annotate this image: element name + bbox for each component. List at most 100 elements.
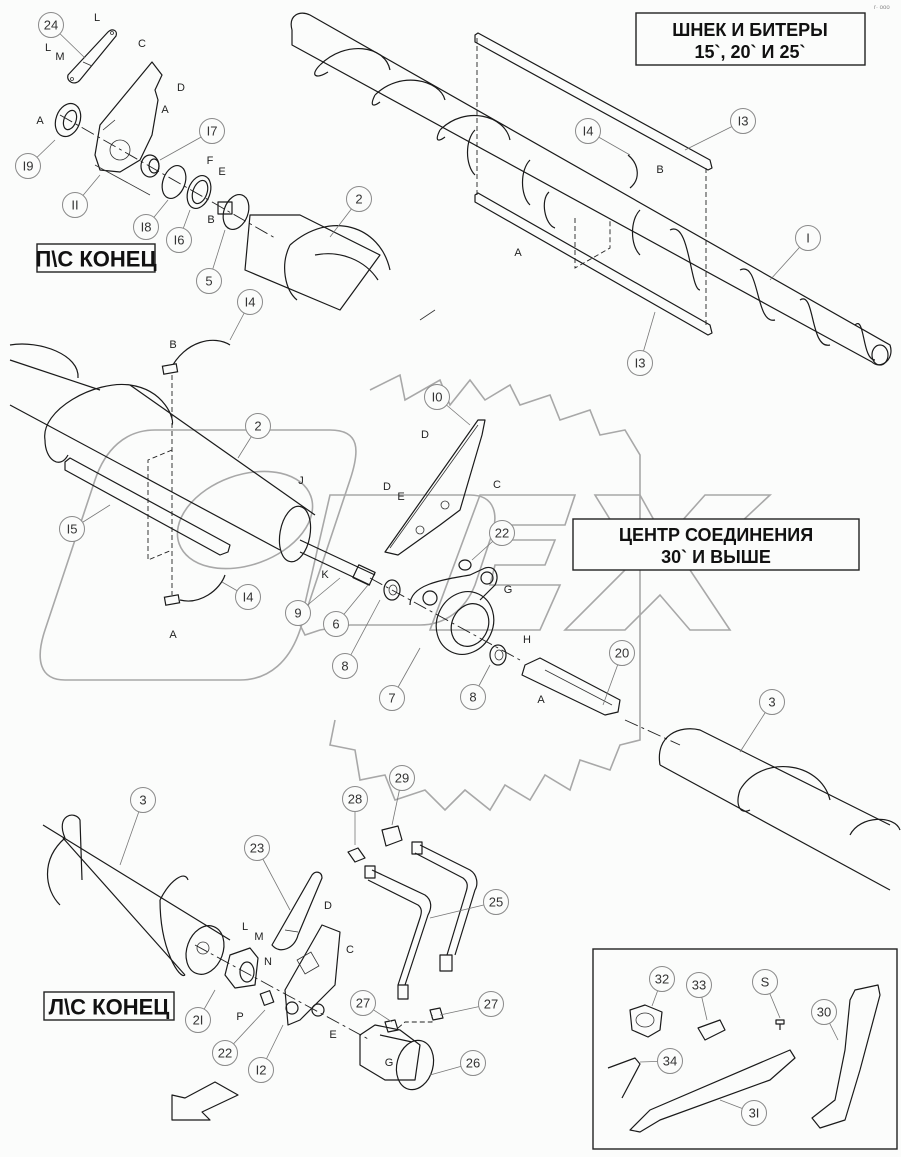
callout-number: 29 xyxy=(395,771,409,786)
callout-number: 22 xyxy=(495,526,509,541)
callout-circle xyxy=(133,214,159,240)
part-31 xyxy=(629,1049,796,1133)
callout-c27a: 27 xyxy=(350,990,393,1023)
callout-c22b: 22 xyxy=(212,1009,266,1066)
reference-letter-a: A xyxy=(537,694,545,706)
callout-number: 7 xyxy=(388,691,395,706)
watermark-letter-e xyxy=(428,494,577,631)
callout-number: 3 xyxy=(139,793,146,808)
callout-number: S xyxy=(761,975,770,990)
title-center-joint-line1: ЦЕНТР СОЕДИНЕНИЯ xyxy=(619,525,813,545)
callout-number: 24 xyxy=(44,18,58,33)
callout-number: I4 xyxy=(243,590,254,605)
callout-c9: 9 xyxy=(285,577,341,626)
callout-number: I4 xyxy=(583,124,594,139)
callout-number: I5 xyxy=(67,522,78,537)
coupler-housing-7 xyxy=(409,566,498,655)
reference-letter-b: B xyxy=(656,164,663,176)
callout-circle xyxy=(285,600,311,626)
callout-number: I7 xyxy=(207,124,218,139)
reference-letter-f: F xyxy=(207,155,214,167)
callout-circle xyxy=(686,972,712,998)
callout-c14c: I4 xyxy=(221,581,261,610)
callout-number: 28 xyxy=(348,792,362,807)
part-32 xyxy=(629,1004,663,1038)
part-30 xyxy=(811,984,881,1129)
motor-26 xyxy=(359,1024,435,1091)
reference-letter-l: L xyxy=(242,921,248,933)
title-auger-beaters-line1: ШНЕК И БИТЕРЫ xyxy=(672,20,828,40)
callout-c10: I0 xyxy=(424,384,471,426)
callout-c25: 25 xyxy=(429,889,509,919)
callout-c11: II xyxy=(62,174,101,218)
callout-c31: 3I xyxy=(719,1099,767,1126)
callout-number: 33 xyxy=(692,978,706,993)
hose-25-right xyxy=(411,841,478,972)
callout-circle xyxy=(627,350,653,376)
callout-circle xyxy=(379,685,405,711)
callout-c21: 2I xyxy=(185,989,216,1033)
callout-circle xyxy=(575,118,601,144)
watermark-letter-p xyxy=(299,494,496,636)
callout-circle xyxy=(741,1100,767,1126)
callout-c28: 28 xyxy=(342,786,368,845)
label-lh-end: Л\С КОНЕЦ xyxy=(43,991,175,1021)
hose-25-left xyxy=(364,865,432,1000)
reference-letter-a: A xyxy=(161,104,169,116)
fitting-29 xyxy=(381,825,403,847)
reference-letter-h: H xyxy=(523,634,531,646)
part-33 xyxy=(697,1019,726,1041)
title-center-joint-line2: 30` И ВЫШЕ xyxy=(661,547,771,567)
callout-c12: I2 xyxy=(248,1024,284,1083)
callout-c8a: 8 xyxy=(332,599,381,679)
callout-number: 27 xyxy=(484,997,498,1012)
reference-letter-g: G xyxy=(385,1057,394,1069)
callout-c33: 33 xyxy=(686,972,712,1021)
callout-circle xyxy=(759,689,785,715)
callout-number: 22 xyxy=(218,1046,232,1061)
callout-number: 2I xyxy=(193,1013,204,1028)
label-rh-end-text: П\С КОНЕЦ xyxy=(35,247,156,272)
reference-letter-d: D xyxy=(177,82,185,94)
callout-circle xyxy=(332,653,358,679)
callout-number: 25 xyxy=(489,895,503,910)
corner-mark: r· ooo xyxy=(874,5,890,11)
label-lh-end-text: Л\С КОНЕЦ xyxy=(49,995,170,1020)
callout-number: 6 xyxy=(332,617,339,632)
callout-number: 32 xyxy=(655,972,669,987)
callout-circle xyxy=(649,966,675,992)
callout-c6: 6 xyxy=(323,584,369,637)
cover-13-top xyxy=(474,32,713,171)
reference-letter-e: E xyxy=(329,1029,336,1041)
fitting-27-left xyxy=(384,1019,399,1033)
watermark-gear xyxy=(329,373,641,812)
callout-number: I0 xyxy=(432,390,443,405)
callout-number: 2 xyxy=(254,419,261,434)
callout-c3b: 3 xyxy=(119,787,156,866)
callout-number: 5 xyxy=(205,274,212,289)
reference-letter-e: E xyxy=(218,166,225,178)
callout-number: 23 xyxy=(250,841,264,856)
callout-number: I3 xyxy=(635,356,646,371)
callout-circle xyxy=(323,611,349,637)
callout-c3a: 3 xyxy=(739,689,785,753)
callout-c1: I xyxy=(769,225,821,281)
reference-letter-g: G xyxy=(504,584,513,596)
direction-arrow xyxy=(171,1081,239,1121)
callout-circle xyxy=(235,584,261,610)
callout-circle xyxy=(185,1007,211,1033)
shaft-20 xyxy=(521,657,621,716)
auger-1-top xyxy=(290,12,892,366)
callout-circle xyxy=(389,765,415,791)
callout-number: 3I xyxy=(749,1106,760,1121)
callout-c30: 30 xyxy=(811,999,839,1041)
auger-3-left xyxy=(42,814,231,977)
part-s-screw xyxy=(775,1019,785,1030)
callout-c8b: 8 xyxy=(460,664,491,710)
clamp-14-middle-bottom xyxy=(179,574,226,602)
callout-circle xyxy=(248,1057,274,1083)
callout-c14a: I4 xyxy=(575,118,631,156)
reference-letter-e: E xyxy=(397,491,404,503)
callout-number: 3 xyxy=(768,695,775,710)
